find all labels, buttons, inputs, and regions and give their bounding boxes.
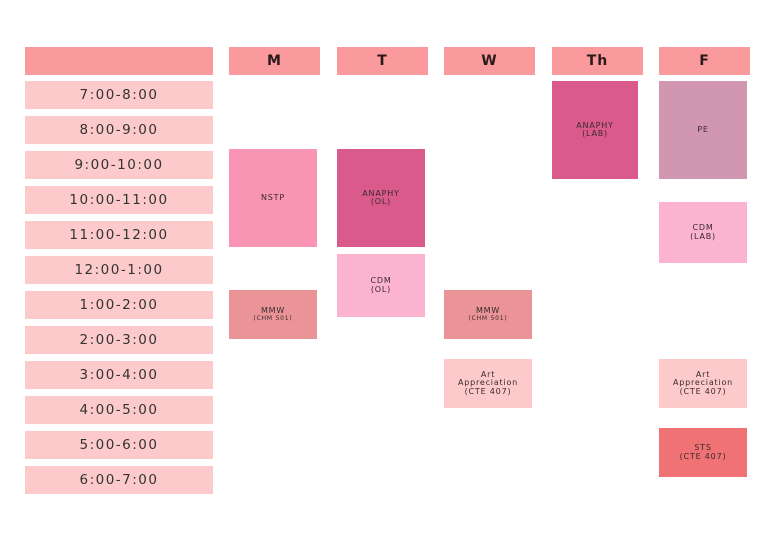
day-header-tuesday: T: [337, 47, 428, 75]
class-block-art-appreciation-wednesday[interactable]: Art Appreciation (CTE 407): [444, 359, 532, 408]
class-name: CDM: [370, 276, 392, 286]
class-name: ANAPHY: [362, 188, 400, 198]
class-block-sts[interactable]: STS (CTE 407): [659, 428, 747, 477]
class-block-anaphy-ol[interactable]: ANAPHY (OL): [337, 149, 425, 247]
class-name: NSTP: [261, 192, 285, 202]
class-block-anaphy-lab[interactable]: ANAPHY (LAB): [552, 81, 638, 179]
class-name: Art: [480, 369, 496, 379]
time-slot: 10:00-11:00: [25, 186, 213, 214]
class-block-mmw-wednesday[interactable]: MMW (CHM 501): [444, 290, 532, 339]
time-slot: 9:00-10:00: [25, 151, 213, 179]
class-room: (CTE 407): [679, 386, 727, 396]
time-slot: 1:00-2:00: [25, 291, 213, 319]
class-block-pe[interactable]: PE: [659, 81, 747, 179]
class-room: (CTE 407): [464, 386, 512, 396]
class-room: (CHM 501): [468, 314, 508, 322]
header-corner: [25, 47, 213, 75]
class-name-line2: Appreciation: [672, 378, 734, 388]
class-name: MMW: [260, 306, 286, 316]
class-mode: (OL): [370, 284, 392, 294]
class-name: MMW: [475, 306, 501, 316]
class-name-line2: Appreciation: [457, 378, 519, 388]
class-name: ANAPHY: [576, 120, 614, 130]
class-name: PE: [697, 124, 709, 134]
class-mode: (OL): [370, 197, 392, 206]
class-name: CDM: [692, 223, 714, 233]
day-header-monday: M: [229, 47, 320, 75]
day-header-friday: F: [659, 47, 750, 75]
class-name: STS: [694, 443, 712, 453]
time-slot: 5:00-6:00: [25, 431, 213, 459]
class-room: (CTE 407): [679, 451, 727, 461]
class-block-art-appreciation-friday[interactable]: Art Appreciation (CTE 407): [659, 359, 747, 408]
time-slot: 8:00-9:00: [25, 116, 213, 144]
class-name: Art: [695, 369, 711, 379]
time-slot: 12:00-1:00: [25, 256, 213, 284]
class-room: (CHM 501): [253, 314, 293, 322]
class-block-nstp[interactable]: NSTP: [229, 149, 317, 247]
time-slot: 2:00-3:00: [25, 326, 213, 354]
class-mode: (LAB): [582, 129, 608, 138]
class-block-mmw-monday[interactable]: MMW (CHM 501): [229, 290, 317, 339]
class-block-cdm-ol[interactable]: CDM (OL): [337, 254, 425, 317]
time-slot: 11:00-12:00: [25, 221, 213, 249]
time-slot: 7:00-8:00: [25, 81, 213, 109]
class-block-cdm-lab[interactable]: CDM (LAB): [659, 202, 747, 263]
day-header-thursday: Th: [552, 47, 643, 75]
time-slot: 4:00-5:00: [25, 396, 213, 424]
class-mode: (LAB): [690, 231, 716, 241]
time-slot: 3:00-4:00: [25, 361, 213, 389]
day-header-wednesday: W: [444, 47, 535, 75]
time-slot: 6:00-7:00: [25, 466, 213, 494]
